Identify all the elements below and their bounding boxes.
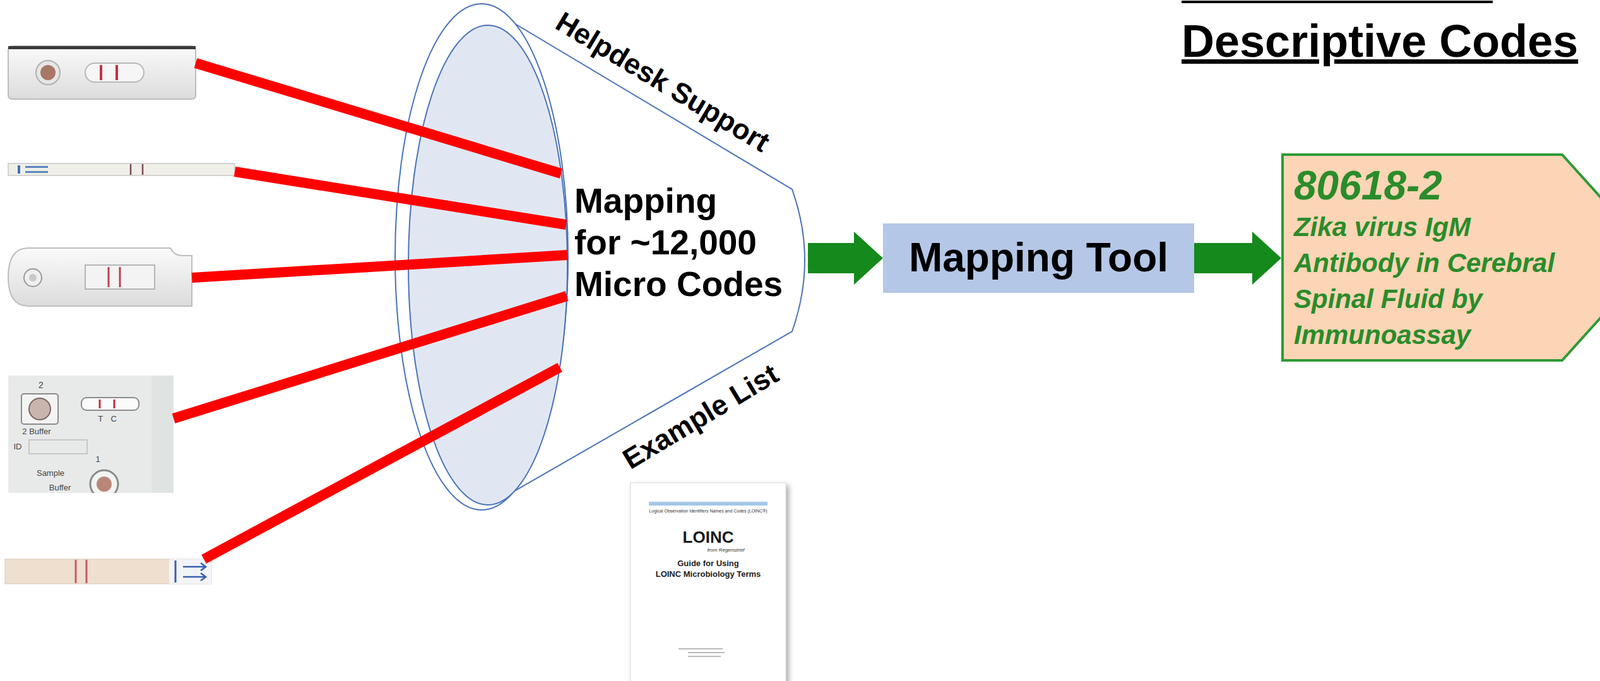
label-text: LOINC bbox=[682, 528, 735, 548]
feed-line bbox=[191, 254, 568, 278]
label-text: Example List bbox=[617, 357, 785, 476]
flow-arrow bbox=[807, 231, 883, 285]
label-text: ID bbox=[13, 442, 23, 452]
node-text: 80618-2 bbox=[1293, 162, 1600, 209]
document-fineprint bbox=[687, 655, 721, 658]
strip-body bbox=[8, 163, 235, 176]
cassette-body bbox=[8, 375, 174, 493]
guide-document bbox=[630, 482, 786, 681]
document-bar bbox=[648, 501, 768, 506]
control-line bbox=[113, 399, 116, 409]
cassette-body bbox=[8, 46, 196, 100]
label-text: 1 bbox=[95, 455, 100, 465]
label-text: T C bbox=[97, 414, 117, 425]
label-text: Sample bbox=[36, 468, 65, 479]
test-line bbox=[75, 559, 78, 584]
document-page bbox=[630, 482, 786, 681]
sample-well bbox=[35, 60, 60, 85]
strip-mark bbox=[25, 165, 48, 168]
label-text: Logical Observation Identifiers Names an… bbox=[648, 508, 767, 514]
red-feed-lines bbox=[173, 63, 568, 560]
max-line bbox=[174, 560, 177, 583]
control-line bbox=[142, 164, 144, 175]
test-strip bbox=[5, 559, 212, 584]
label-text: from Regenstrief bbox=[706, 547, 745, 553]
buffer-well bbox=[21, 393, 59, 425]
strip-end bbox=[169, 559, 212, 584]
label-text: Helpdesk Support bbox=[550, 5, 776, 160]
label-text: 2 Buffer bbox=[22, 427, 51, 437]
test-line bbox=[130, 164, 132, 175]
feed-line bbox=[195, 63, 562, 174]
flow-arrow bbox=[1194, 231, 1282, 285]
test-strip bbox=[8, 163, 235, 176]
test-cassette bbox=[8, 248, 192, 307]
result-window bbox=[85, 265, 155, 290]
test-line bbox=[107, 266, 110, 288]
direction-arrow bbox=[183, 573, 206, 581]
label-text: 2 bbox=[38, 379, 44, 391]
label-text: Buffer bbox=[49, 483, 71, 493]
feed-line bbox=[203, 367, 560, 560]
cut-underline bbox=[1181, 0, 1493, 4]
test-line bbox=[99, 399, 101, 409]
cassette-body bbox=[8, 248, 192, 307]
document-fineprint bbox=[687, 651, 725, 654]
cassette-edge bbox=[8, 46, 196, 50]
test-cassette bbox=[8, 46, 196, 100]
buffer-well bbox=[29, 398, 51, 420]
result-window bbox=[85, 63, 144, 83]
test-line bbox=[99, 65, 103, 81]
result-window bbox=[81, 397, 139, 411]
cassette-edge bbox=[151, 375, 174, 493]
id-field bbox=[29, 439, 88, 454]
direction-arrow bbox=[183, 562, 206, 571]
sample-well bbox=[40, 65, 56, 81]
strip-body bbox=[5, 559, 212, 584]
feed-line bbox=[234, 171, 567, 225]
node-text: Mapping for ~12,000 Micro Codes bbox=[574, 179, 783, 305]
code-arrow-box: 80618-2Zika virus IgM Antibody in Cerebr… bbox=[1281, 153, 1600, 362]
node-text: Zika virus IgM Antibody in Cerebral Spin… bbox=[1293, 208, 1563, 353]
document-fineprint bbox=[678, 648, 723, 650]
strip-mark bbox=[17, 165, 21, 174]
label-text: Guide for Using LOINC Microbiology Terms bbox=[655, 558, 762, 581]
control-line bbox=[119, 266, 122, 288]
funnel-node: Mapping for ~12,000 Micro Codes bbox=[574, 179, 783, 305]
test-cassette bbox=[8, 375, 174, 493]
sample-well bbox=[23, 268, 42, 287]
sample-well bbox=[29, 273, 37, 282]
diagram-title: Descriptive Codes bbox=[1181, 15, 1578, 68]
process-box: Mapping Tool bbox=[882, 223, 1195, 293]
sample-well bbox=[90, 470, 119, 493]
node-text: Mapping Tool bbox=[908, 234, 1169, 282]
control-line bbox=[85, 559, 88, 584]
sample-well bbox=[96, 476, 112, 492]
control-line bbox=[115, 65, 119, 81]
strip-mark bbox=[25, 171, 48, 173]
